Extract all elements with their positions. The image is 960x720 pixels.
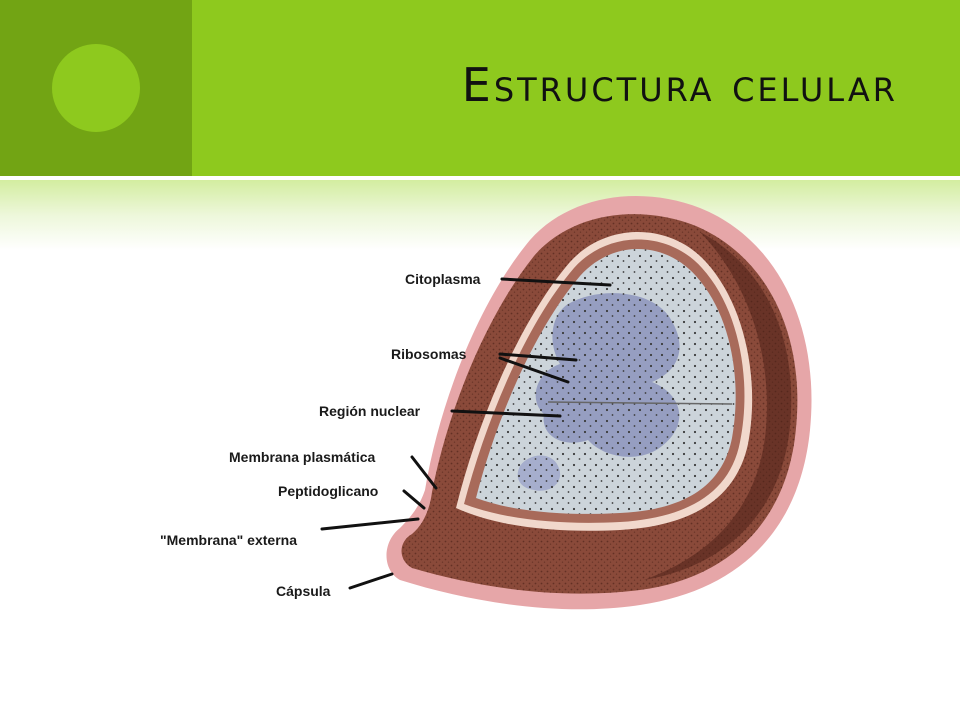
header-fade: [0, 180, 960, 250]
title-circle-decoration: [52, 44, 140, 132]
label-ribosomas: Ribosomas: [391, 346, 467, 362]
label-capsula: Cápsula: [276, 583, 331, 599]
slide-title: Estructura celular: [461, 58, 898, 112]
title-divider: [0, 176, 960, 180]
leader-membrana-externa: [320, 517, 420, 531]
leader-capsula: [348, 572, 394, 590]
label-peptidoglicano: Peptidoglicano: [278, 483, 378, 499]
leader-ribosomas-1: [498, 352, 578, 362]
leader-ribosomas-2: [498, 356, 570, 384]
leader-region-nuclear: [450, 409, 562, 418]
ribosome-dots: [476, 249, 736, 514]
label-citoplasma: Citoplasma: [405, 271, 481, 287]
label-membrana-externa: "Membrana" externa: [160, 532, 297, 548]
cell-diagram: Citoplasma Ribosomas Región nuclear Memb…: [160, 196, 812, 610]
leader-citoplasma: [500, 277, 612, 287]
label-region-nuclear: Región nuclear: [319, 403, 421, 419]
division-line: [547, 401, 733, 405]
label-membrana-plasmatica: Membrana plasmática: [229, 449, 375, 465]
leader-peptidoglicano: [402, 489, 426, 510]
leader-membrana-plasmatica: [410, 455, 438, 490]
